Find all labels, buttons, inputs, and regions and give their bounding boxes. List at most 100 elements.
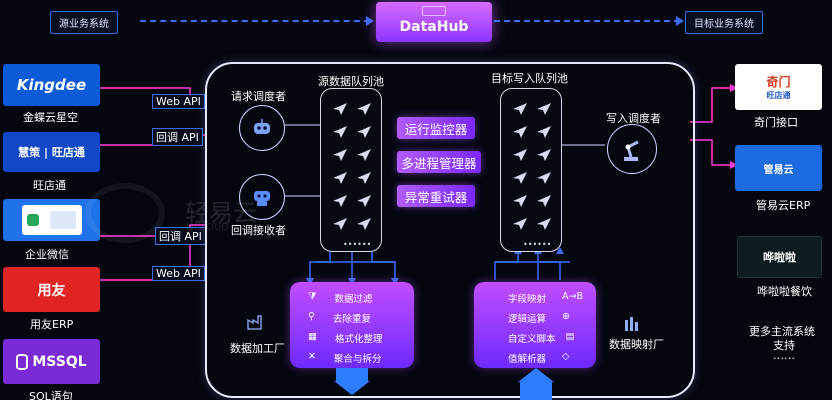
api-label-yonyou: Web API (152, 266, 205, 281)
paper-plane-icon (537, 149, 551, 161)
processing-panel (290, 282, 414, 368)
paper-plane-icon: •••••• (333, 103, 371, 249)
list-item: ✕聚合与拆分 (308, 351, 382, 365)
paper-plane-icon (357, 195, 371, 207)
paper-plane-icon (333, 195, 347, 207)
source-name-sql: SQL语句 (29, 390, 73, 400)
wecom-logo (3, 199, 100, 241)
source-queue-label: 源数据队列池 (318, 75, 384, 88)
paper-plane-icon (537, 218, 551, 230)
list-item: 值解析器◇ (508, 351, 570, 365)
factory-icon (247, 314, 265, 334)
robot-icon (239, 174, 285, 220)
script-icon: ▤ (565, 331, 575, 342)
paper-plane-icon (537, 126, 551, 138)
list-item: ⚲去除重复 (308, 311, 371, 325)
watermark-logo-icon (85, 183, 165, 243)
yonyou-logo: 用友 (3, 267, 100, 312)
mssql-logo: MSSQL (3, 339, 100, 384)
paper-plane-icon (513, 195, 527, 207)
arrow-right-icon (366, 16, 374, 26)
target-name-hualala: 哗啦啦餐饮 (757, 285, 812, 298)
api-label-kingdee: Web API (152, 94, 205, 109)
paper-plane-icon (537, 172, 551, 184)
arrow-down-icon (334, 381, 370, 395)
paper-plane-icon (333, 172, 347, 184)
format-icon: ▦ (308, 331, 317, 342)
paper-plane-icon (537, 195, 551, 207)
more-systems-line2: 支持 (773, 339, 795, 352)
api-label-wangdiantong: 回调 API (152, 128, 203, 146)
paper-plane-icon (357, 103, 371, 115)
kingdee-logo: Kingdee (3, 64, 100, 106)
multiprocess-manager-button[interactable]: 多进程管理器 (397, 151, 481, 173)
paper-plane-icon (357, 149, 371, 161)
list-item: 逻辑运算⊕ (508, 311, 570, 325)
callback-receiver-label: 回调接收者 (231, 224, 286, 237)
paper-plane-icon (333, 103, 347, 115)
paper-plane-icon (513, 103, 527, 115)
paper-plane-icon (333, 218, 347, 230)
paper-plane-icon (357, 218, 371, 230)
split-icon: ✕ (308, 351, 316, 362)
request-scheduler-label: 请求调度者 (231, 90, 286, 103)
list-item: 自定义脚本▤ (508, 331, 575, 345)
source-systems-label: 源业务系统 (50, 11, 118, 34)
paper-plane-icon (333, 149, 347, 161)
hub-to-target-dashed-line (494, 20, 680, 22)
database-icon (16, 353, 29, 370)
paper-plane-icon (537, 103, 551, 115)
paper-plane-icon (333, 126, 347, 138)
mapping-panel (474, 282, 596, 368)
queue-dots: •••••• (343, 240, 371, 249)
robot-arm-icon (607, 124, 657, 174)
hualala-logo: 哗啦啦 (737, 236, 822, 278)
source-name-wecom: 企业微信 (25, 248, 69, 261)
arrow-up-icon (518, 368, 554, 382)
dedupe-icon: ⚲ (308, 311, 315, 322)
source-name-kingdee: 金蝶云星空 (23, 111, 78, 124)
watermark-subtext: QCLOUD (186, 222, 229, 233)
datahub-core-frame (205, 62, 695, 398)
paper-plane-icon (513, 149, 527, 161)
target-name-guanyiyun: 管易云ERP (756, 199, 811, 212)
queue-dots: •••••• (523, 240, 551, 249)
paper-plane-icon (513, 218, 527, 230)
source-queue-pool: •••••• (320, 88, 382, 252)
arrow-up-icon (520, 382, 552, 400)
robot-icon (239, 105, 285, 151)
filter-icon: ⧩ (308, 291, 317, 302)
target-systems-label: 目标业务系统 (685, 11, 763, 34)
qimen-logo: 奇门 旺店通 (735, 64, 822, 110)
paper-plane-icon (357, 172, 371, 184)
field-map-icon: A→B (562, 291, 583, 302)
wecom-icon (27, 214, 39, 226)
source-name-wangdiantong: 旺店通 (33, 179, 66, 192)
write-scheduler-label: 写入调度者 (606, 112, 661, 125)
more-systems-line1: 更多主流系统 (749, 325, 815, 338)
processing-factory-label: 数据加工厂 (230, 342, 285, 355)
parser-icon: ◇ (562, 351, 570, 362)
processing-list: ⧩数据过滤 ⚲去除重复 ▦格式化整理 ✕聚合与拆分 (308, 291, 388, 365)
logic-icon: ⊕ (562, 311, 570, 322)
source-name-yonyou: 用友ERP (30, 318, 74, 331)
mapping-factory-label: 数据映射厂 (609, 338, 664, 351)
arrow-down-icon (336, 368, 368, 382)
datahub-block: DataHub (376, 2, 492, 42)
guanyiyun-logo: 管易云 (735, 145, 822, 191)
run-monitor-button[interactable]: 运行监控器 (397, 117, 475, 139)
source-to-hub-dashed-line (140, 20, 370, 22)
arrow-right-icon (676, 16, 684, 26)
wangdiantong-logo: 慧策 | 旺店通 (3, 132, 100, 172)
target-queue-pool: •••••• (500, 88, 562, 252)
target-queue-label: 目标写入队列池 (491, 72, 568, 85)
paper-plane-icon (357, 126, 371, 138)
paper-plane-icon: •••••• (513, 103, 551, 249)
paper-plane-icon (513, 172, 527, 184)
retry-handler-button[interactable]: 异常重试器 (397, 185, 475, 207)
list-item: ⧩数据过滤 (308, 291, 373, 305)
more-systems-line3: …… (773, 349, 795, 362)
factory-icon (623, 314, 641, 336)
